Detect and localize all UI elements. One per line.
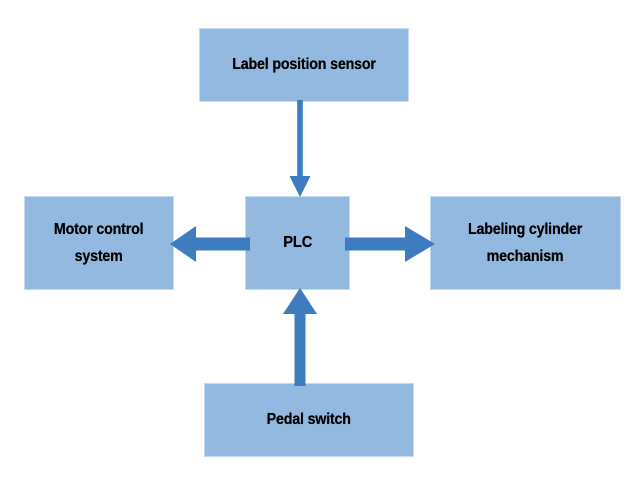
node-label: Label position sensor (232, 56, 376, 74)
arrow-up-icon-pedal-to-plc (281, 288, 319, 386)
arrow-down-icon-sensor-to-plc (283, 100, 317, 198)
node-label: PLC (283, 234, 312, 251)
node-labeling-cylinder-mechanism[interactable]: Labeling cylinder mechanism (430, 196, 621, 290)
node-plc[interactable]: PLC (245, 196, 350, 290)
node-motor-control-system[interactable]: Motor control system (24, 196, 174, 290)
node-label: Motor control system (54, 220, 144, 265)
arrow-left-icon-plc-to-motor (170, 224, 250, 264)
arrow-right-icon-plc-to-cylinder (345, 224, 435, 264)
node-pedal-switch[interactable]: Pedal switch (204, 383, 414, 457)
node-label: Labeling cylinder mechanism (468, 220, 583, 265)
node-label: Pedal switch (266, 411, 352, 429)
node-label-position-sensor[interactable]: Label position sensor (199, 28, 409, 102)
